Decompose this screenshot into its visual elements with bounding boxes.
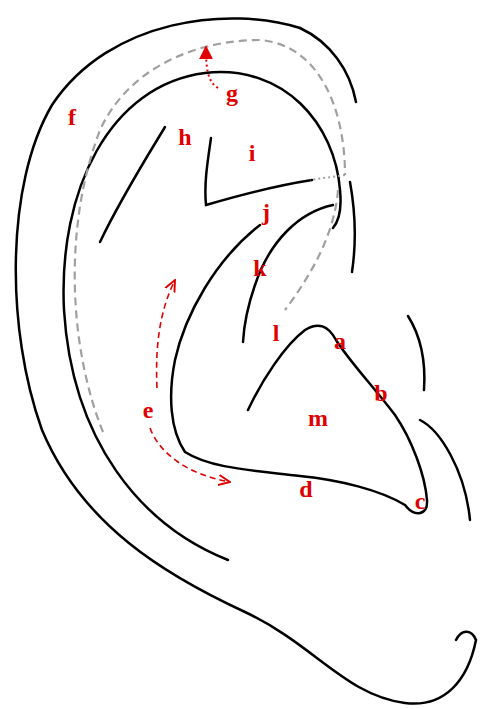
part-letter: d <box>299 477 312 501</box>
part-letter: a <box>334 329 346 353</box>
part-letter: g <box>226 81 238 105</box>
part-letter: b <box>374 381 387 405</box>
part-letter: e <box>143 398 154 422</box>
part-letter: l <box>273 321 280 345</box>
part-letter: h <box>178 125 191 149</box>
part-letter: i <box>249 141 256 165</box>
part-letter: k <box>253 256 266 280</box>
part-letter: c <box>415 489 426 513</box>
part-letter: m <box>308 406 328 430</box>
part-letter: f <box>68 105 76 129</box>
part-letter: j <box>262 200 270 224</box>
